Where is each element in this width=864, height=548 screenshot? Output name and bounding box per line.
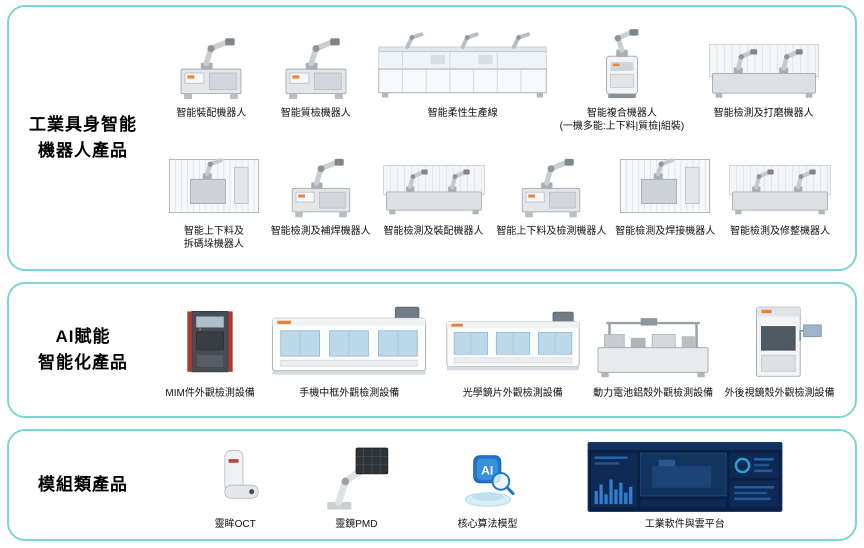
product-image-box	[176, 299, 244, 383]
product-image-box	[724, 145, 836, 221]
product-label: 智能裝配機器人	[176, 108, 247, 119]
composite-robot-image	[576, 25, 668, 103]
product-label: 手機中框外觀檢測設備	[299, 387, 400, 399]
product-item: 工業軟件與雲平台	[576, 438, 794, 531]
grinding-robot-image	[689, 31, 839, 103]
product-image-box	[313, 438, 399, 514]
product-image-box	[266, 23, 366, 103]
industrial-row-2: 智能上下料及 拆碼垛機器人 智能檢測及補焊機器人 智能檢測及裝配機器人	[157, 145, 843, 251]
section-modules-title: 模組類產品	[38, 474, 128, 494]
welding-robot-image	[613, 149, 717, 221]
product-label: 智能複合機器人 (一機多能:上下料|質檢|組裝)	[559, 108, 685, 132]
product-item: 手機中框外觀檢測設備	[263, 299, 435, 400]
section-ai-title: AI賦能 智能化產品	[38, 326, 128, 372]
product-label: 工業軟件與雲平台	[644, 518, 725, 530]
product-item: 智能檢測及焊接機器人	[613, 145, 717, 238]
loading-inspection-robot-image	[502, 149, 600, 221]
product-item: AI 核心算法模型	[449, 438, 527, 531]
product-item: 靈鏡PMD	[313, 438, 399, 531]
quality-inspection-robot-image	[266, 28, 366, 103]
product-label: 靈鏡PMD	[335, 518, 378, 530]
product-item: 智能上下料及檢測機器人	[496, 145, 606, 238]
product-image-box	[576, 23, 668, 103]
product-label: MIM件外觀檢測設備	[165, 387, 255, 399]
product-image-box	[502, 145, 600, 221]
product-image-box	[576, 438, 794, 514]
optical-lens-inspection-machine-image	[444, 303, 582, 383]
product-label: 智能檢測及補焊機器人	[270, 226, 371, 237]
product-image-box	[272, 145, 370, 221]
product-image-box	[206, 438, 264, 514]
section-module-products: 模組類產品 靈眸OCT 靈鏡PMD	[7, 429, 857, 541]
module-products-row: 靈眸OCT 靈鏡PMD AI 核心算法模型	[157, 438, 843, 531]
section-industrial-title: 工業具身智能 機器人產品	[29, 114, 137, 160]
product-item: 智能柔性生產線	[370, 23, 555, 120]
mim-inspection-machine-image	[176, 301, 244, 383]
repair-welding-robot-image	[272, 149, 370, 221]
product-image-box	[378, 145, 490, 221]
battery-shell-inspection-machine-image	[590, 305, 716, 383]
product-label: 動力電池鋁殼外觀檢測設備	[593, 387, 714, 399]
product-label: 智能檢測及修整機器人	[730, 226, 831, 237]
mirror-shell-inspection-machine-image	[733, 303, 827, 383]
product-label: 智能上下料及 拆碼垛機器人	[183, 226, 244, 250]
finishing-robot-image	[724, 151, 836, 221]
product-label: 光學鏡片外觀檢測設備	[462, 387, 563, 399]
section-ai-content: MIM件外觀檢測設備 手機中框外觀檢測設備 光學鏡片外觀檢測設備	[157, 284, 855, 416]
product-image-box	[164, 145, 264, 221]
product-item: 智能檢測及修整機器人	[724, 145, 836, 238]
section-ai-products: AI賦能 智能化產品 MIM件外觀檢測設備 手機中框外觀檢測設備	[7, 282, 857, 418]
product-label: 智能上下料及檢測機器人	[496, 226, 607, 237]
product-label: 智能檢測及裝配機器人	[383, 226, 484, 237]
ai-products-row: MIM件外觀檢測設備 手機中框外觀檢測設備 光學鏡片外觀檢測設備	[157, 299, 843, 400]
product-image-box	[613, 145, 717, 221]
product-item: 智能檢測及裝配機器人	[378, 145, 490, 238]
product-image-box	[590, 299, 716, 383]
product-item: MIM件外觀檢測設備	[165, 299, 255, 400]
ai-model-icon: AI	[449, 442, 527, 514]
product-image-box	[733, 299, 827, 383]
product-label: 智能檢測及打磨機器人	[713, 108, 814, 119]
product-label: 核心算法模型	[457, 518, 518, 530]
section-modules-content: 靈眸OCT 靈鏡PMD AI 核心算法模型	[157, 431, 855, 539]
product-label: 智能質檢機器人	[280, 108, 351, 119]
product-item: 智能裝配機器人	[161, 23, 261, 120]
product-label: 外後視鏡殼外觀檢測設備	[724, 387, 835, 399]
section-industrial-robots: 工業具身智能 機器人產品 智能裝配機器人 智能質檢機器人	[7, 5, 857, 271]
product-image-box	[689, 23, 839, 103]
product-item: 智能檢測及打磨機器人	[689, 23, 839, 120]
product-item: 光學鏡片外觀檢測設備	[444, 299, 582, 400]
product-item: 靈眸OCT	[206, 438, 264, 531]
product-item: 外後視鏡殼外觀檢測設備	[725, 299, 835, 400]
product-item: 智能複合機器人 (一機多能:上下料|質檢|組裝)	[559, 23, 685, 133]
phone-frame-inspection-machine-image	[263, 303, 435, 383]
product-image-box: AI	[449, 438, 527, 514]
product-item: 智能檢測及補焊機器人	[271, 145, 371, 238]
product-image-box	[263, 299, 435, 383]
product-label: 智能柔性生產線	[427, 108, 498, 119]
cloud-platform-dashboard-image	[576, 440, 794, 514]
oct-device-image	[206, 444, 264, 514]
pmd-device-image	[313, 442, 399, 514]
palletizing-robot-image	[164, 149, 264, 221]
industrial-row-1: 智能裝配機器人 智能質檢機器人 智能柔性生產線	[157, 23, 843, 133]
product-image-box	[161, 23, 261, 103]
assembly-robot-image	[161, 28, 261, 103]
product-image-box	[444, 299, 582, 383]
product-label: 靈眸OCT	[214, 518, 256, 530]
product-label: 智能檢測及焊接機器人	[615, 226, 716, 237]
product-item: 動力電池鋁殼外觀檢測設備	[590, 299, 716, 400]
product-item: 智能上下料及 拆碼垛機器人	[164, 145, 264, 251]
ai-badge-text: AI	[481, 463, 493, 477]
section-industrial-content: 智能裝配機器人 智能質檢機器人 智能柔性生產線	[157, 7, 855, 269]
product-item: 智能質檢機器人	[266, 23, 366, 120]
inspection-assembly-robot-image	[378, 151, 490, 221]
product-image-box	[370, 23, 555, 103]
flexible-production-line-image	[370, 28, 555, 103]
